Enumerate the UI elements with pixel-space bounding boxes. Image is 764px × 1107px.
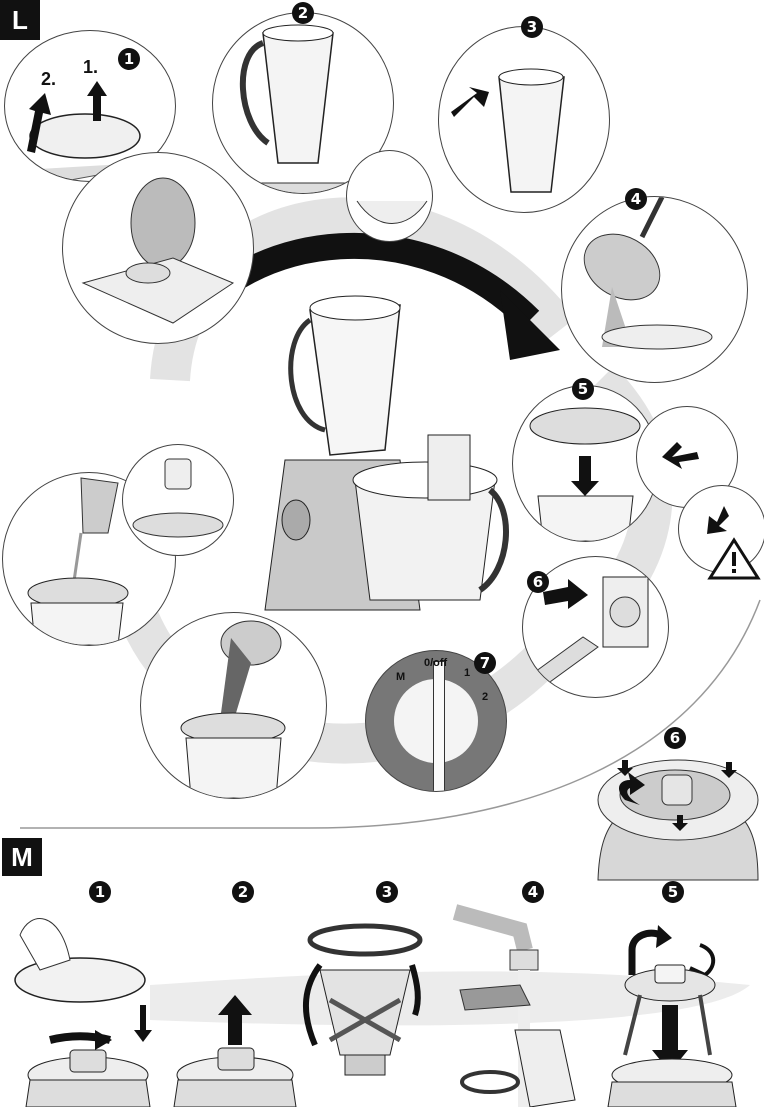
annotation-step-1: 1. [83,57,98,78]
step-m4-illustration [455,912,575,1107]
rotate-arrow-icon [451,87,489,117]
arrow-left-icon [662,442,699,469]
funnel-illustration [123,445,233,555]
m3-arc-arrow-left-icon [306,965,320,1045]
step-l4-badge: 4 [625,188,647,210]
switch-label-m: M [396,671,405,683]
step-m4-badge: 4 [522,881,544,903]
step-l4-panel [561,196,748,383]
step-m1-badge: 1 [89,881,111,903]
section-label-m: M [2,838,42,876]
m5-down-arrow-icon [652,1005,688,1072]
step-l1-badge: 1 [118,48,140,70]
arrow-down-icon [571,456,599,496]
jug-lock-illustration [439,27,609,212]
m1-rotate-arrow-icon [95,1030,112,1050]
switch-label-off: 0/off [424,657,447,669]
m5-rotate-arrow-icon [690,945,713,975]
lid-locked-detail-illustration [679,486,764,572]
step-m5-badge: 5 [662,881,684,903]
filling-ingredients-illustration [562,197,747,382]
step-l2-badge: 2 [292,2,314,24]
step-m2-badge: 2 [232,881,254,903]
step-l5-lock-detail-2 [678,485,764,573]
step-l3-badge: 3 [521,16,543,38]
step-l6-badge: 6 [527,571,549,593]
solid-pouring-illustration [141,613,326,798]
switch-label-2: 2 [482,691,488,703]
step-m6-badge: 6 [664,727,686,749]
jug-base-detail-illustration [347,151,432,241]
arrow-right-icon [543,579,588,609]
step-m3-illustration [306,926,420,1075]
arrow-down-left-icon [707,506,729,534]
switch-knob [433,661,445,792]
m3-arc-arrow-right-icon [412,965,418,1015]
step-m2-illustration [174,995,296,1107]
m1-down-arrow-icon [134,1005,152,1042]
solid-fill-panel [140,612,327,799]
step-l5-badge: 5 [572,378,594,400]
step-m3-badge: 3 [376,881,398,903]
step-l2-detail-panel [346,150,433,242]
step-m5-illustration [608,925,736,1107]
m2-up-arrow-icon [218,995,252,1045]
m5-curved-arrow-icon [632,933,660,975]
step-m1-illustration [15,919,152,1107]
step-l3-panel [438,26,610,213]
funnel-insert-panel [122,444,234,556]
annotation-step-2: 2. [41,69,56,90]
switch-label-1: 1 [464,667,470,679]
step-l7-badge: 7 [474,652,496,674]
